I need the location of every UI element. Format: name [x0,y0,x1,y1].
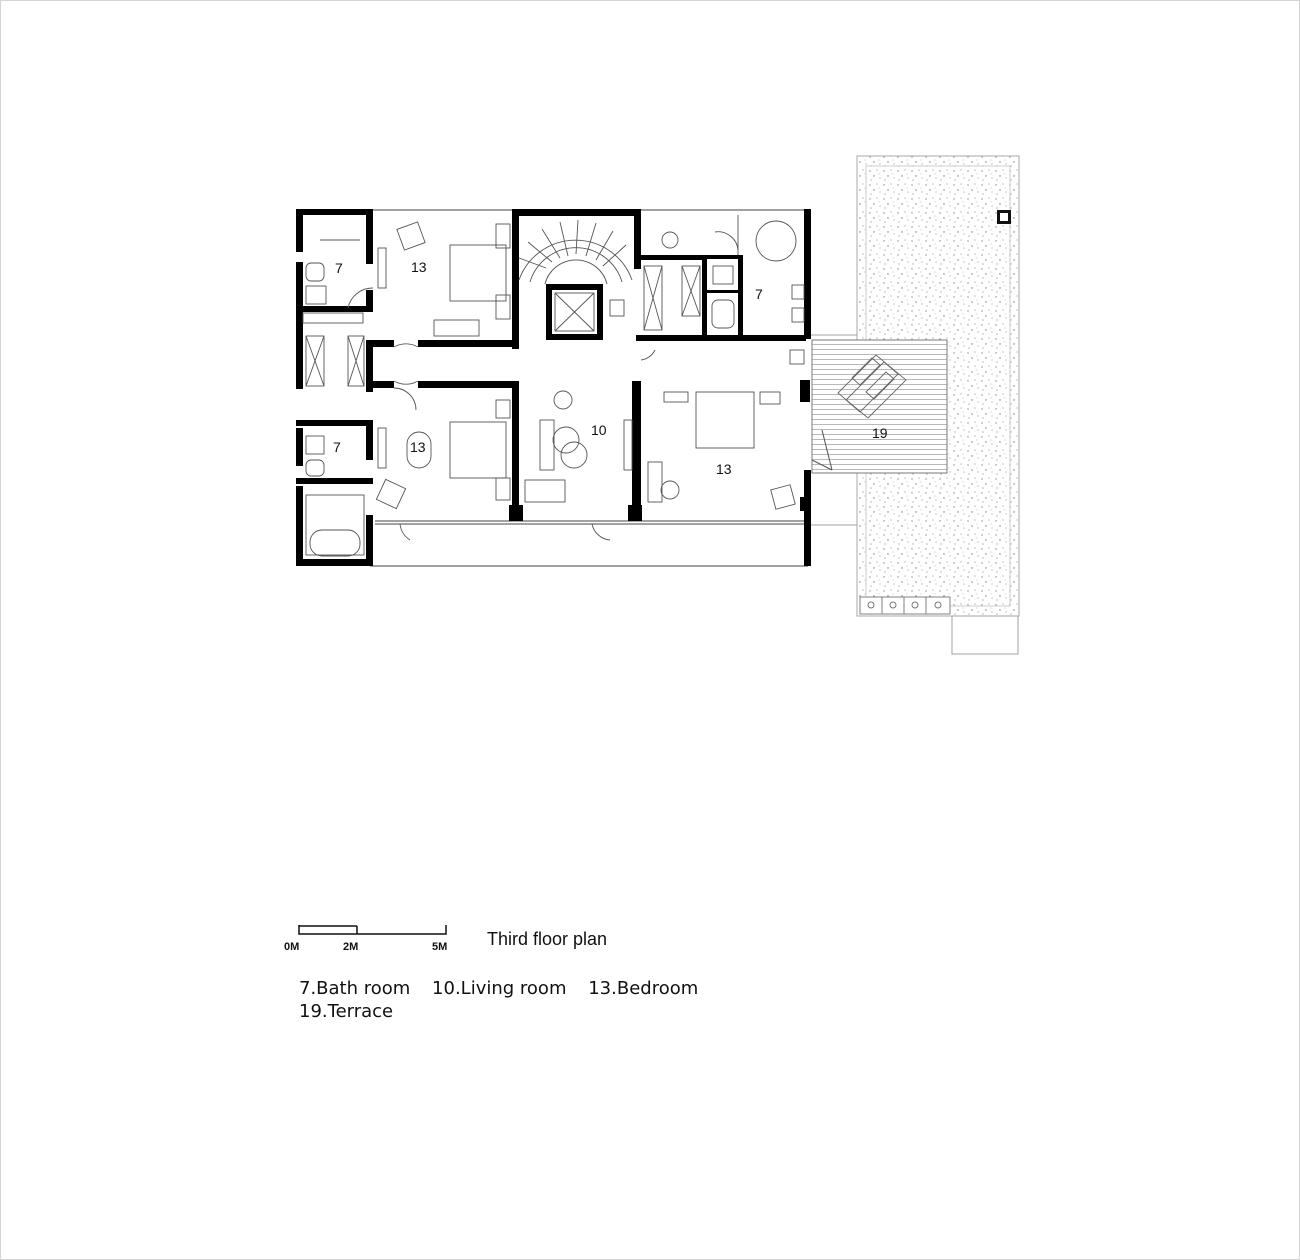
scale-bar: 0M 2M 5M [284,925,447,953]
scale-label-5: 5M [432,941,447,953]
room-label-bath-w: 7 [333,439,341,455]
plan-title: Third floor plan [487,929,608,949]
room-label-bedroom-sw: 13 [410,439,426,455]
legend-item-living-room: 10.Living room [432,978,567,999]
room-label-bath-ne: 7 [755,286,763,302]
room-label-bath-nw: 7 [335,260,343,276]
terrace-deck [811,339,948,474]
legend: 7.Bath room 10.Living room 13.Bedroom [299,978,714,999]
room-label-terrace: 19 [872,425,888,441]
legend-second-line: 19.Terrace [299,1001,409,1022]
scale-label-2: 2M [343,941,358,953]
structural-walls [296,209,811,566]
planter-boxes [859,596,951,615]
balcony-outline [370,209,808,567]
deck-lounge-chairs [837,354,907,419]
legend-item-bedroom: 13.Bedroom [588,978,699,999]
legend-item-terrace: 19.Terrace [299,1001,394,1022]
room-label-bedroom-nw: 13 [411,259,427,275]
room-labels: 7 13 7 10 7 13 13 19 [333,259,888,477]
legend-item-bath-room: 7.Bath room [299,978,411,999]
interior-fittings [302,215,805,557]
room-label-bedroom-master: 13 [716,461,732,477]
room-label-living-room: 10 [591,422,607,438]
scale-label-0: 0M [284,941,299,953]
